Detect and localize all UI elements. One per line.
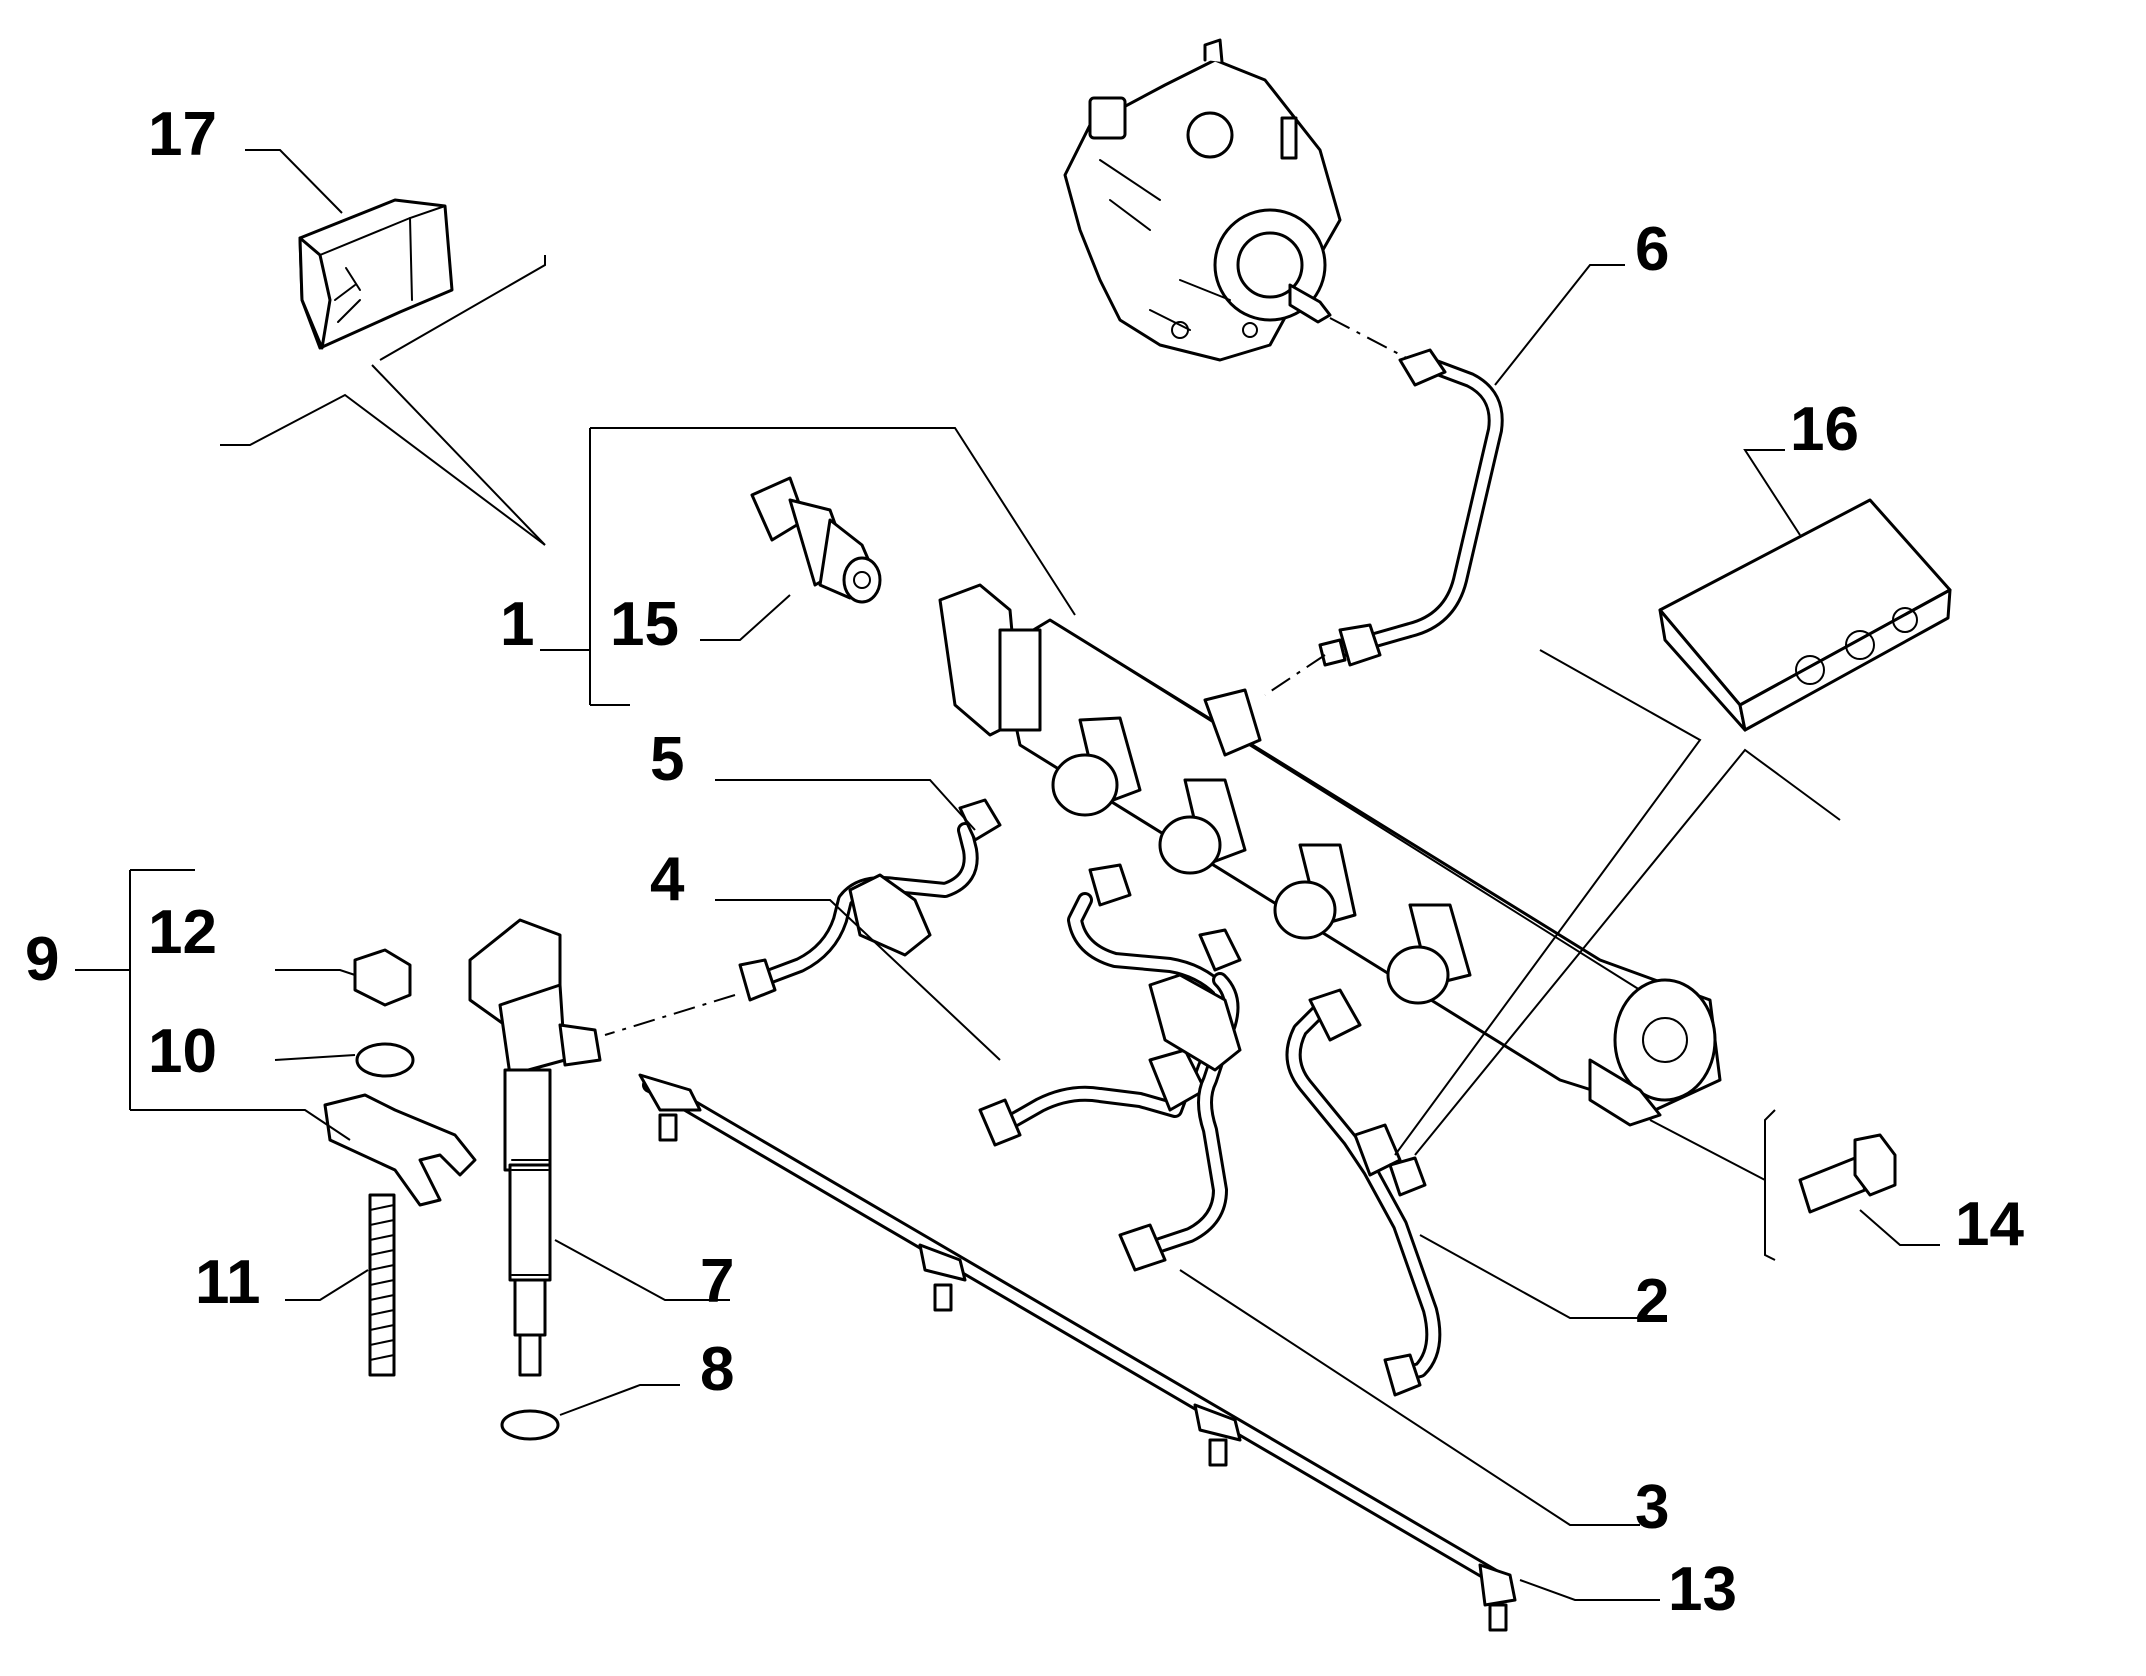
part-12-nut — [353, 948, 412, 1007]
part-7-injector — [468, 918, 602, 1377]
callout-16: 16 — [1790, 395, 1859, 464]
part-5-injector-pipe — [738, 798, 1002, 1002]
part-16-cover — [1658, 498, 1952, 732]
callout-9: 9 — [25, 925, 59, 994]
callout-labels: 1 2 3 4 5 6 7 8 9 10 11 12 13 14 15 16 1… — [25, 100, 2024, 1624]
part-13-return-line — [638, 1073, 1517, 1632]
part-14-bolt — [1798, 1133, 1897, 1214]
callout-11: 11 — [195, 1248, 261, 1317]
part-8-washer — [500, 1409, 560, 1441]
leader-lines — [75, 149, 1940, 1601]
part-3-injector-pipe — [1118, 928, 1242, 1272]
callout-12: 12 — [148, 898, 217, 967]
callout-15: 15 — [610, 590, 679, 659]
part-17-clip — [298, 198, 454, 350]
part-10-washer — [355, 1042, 415, 1078]
callout-5: 5 — [650, 725, 684, 794]
part-1-fuel-rail — [938, 583, 1722, 1127]
part-11-stud — [368, 1193, 396, 1377]
high-pressure-pump — [1063, 38, 1342, 362]
callout-2: 2 — [1635, 1267, 1669, 1336]
callout-1: 1 — [500, 590, 534, 659]
callout-13: 13 — [1668, 1555, 1737, 1624]
part-6-pump-to-rail-pipe — [1318, 348, 1504, 667]
callout-14: 14 — [1955, 1190, 2024, 1259]
callout-17: 17 — [148, 100, 217, 169]
callout-7: 7 — [700, 1247, 734, 1316]
part-2-injector-pipe — [1285, 988, 1442, 1397]
part-15-pressure-sensor — [750, 476, 882, 604]
callout-10: 10 — [148, 1017, 217, 1086]
callout-3: 3 — [1635, 1473, 1669, 1542]
callout-4: 4 — [650, 845, 685, 914]
callout-8: 8 — [700, 1335, 734, 1404]
part-9-clamp-bracket — [323, 1093, 477, 1207]
callout-6: 6 — [1635, 215, 1669, 284]
